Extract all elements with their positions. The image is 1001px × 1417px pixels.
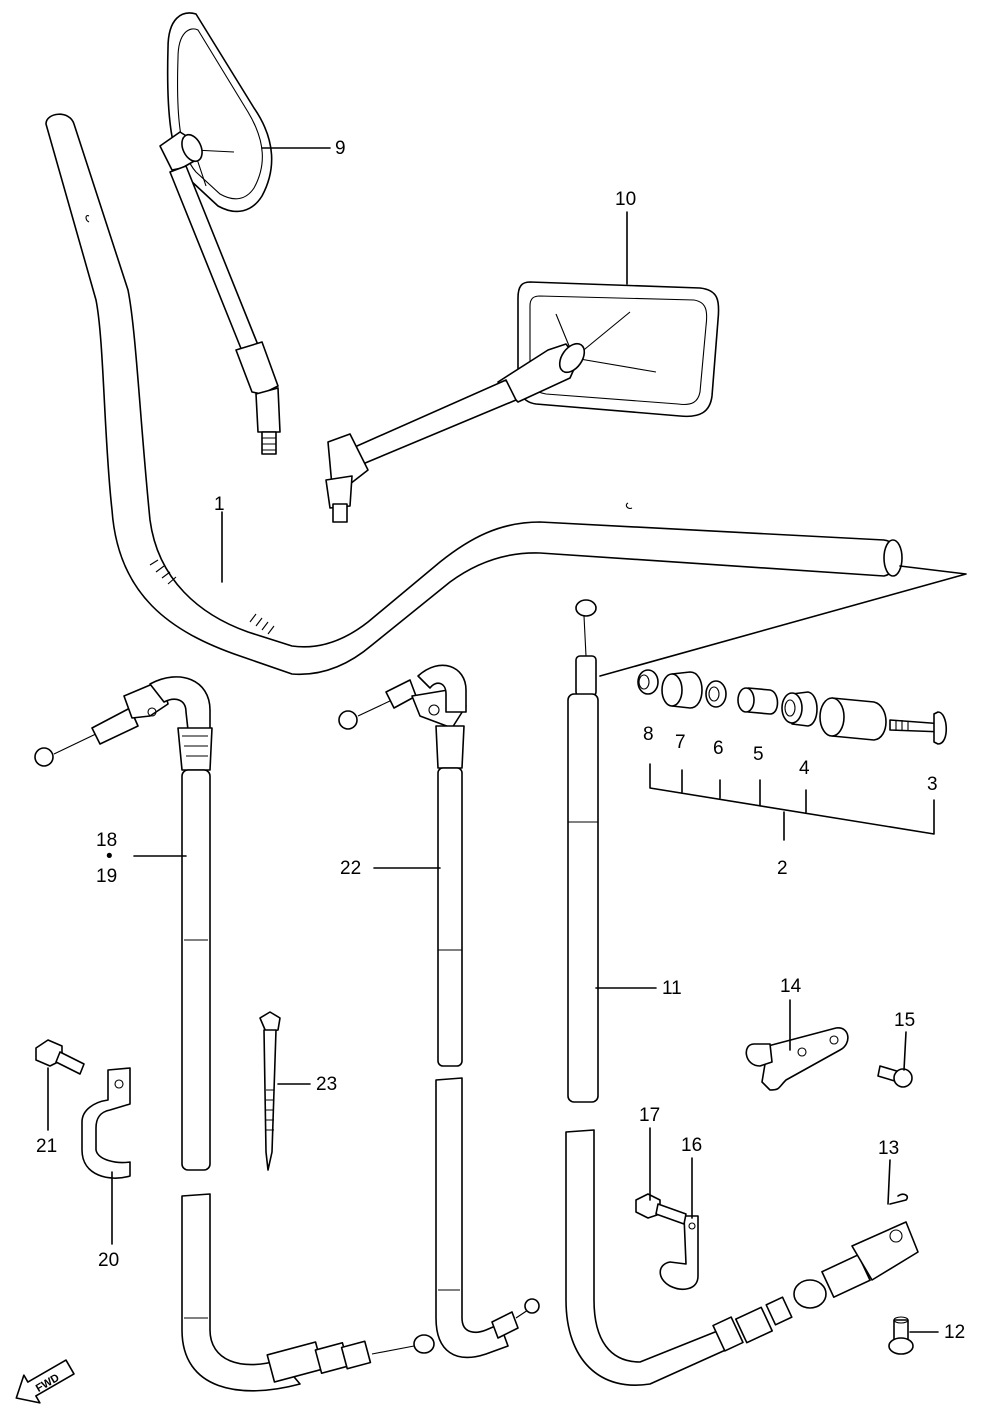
cable-11[interactable] xyxy=(565,599,919,1386)
pin-12[interactable] xyxy=(888,1316,914,1355)
screw-15[interactable] xyxy=(877,1065,913,1088)
leader-lines xyxy=(47,147,939,1333)
callout-21: 21 xyxy=(36,1136,57,1157)
callout-labels: 1 2 3 4 5 6 7 8 9 10 11 12 13 14 15 16 1… xyxy=(36,138,965,1343)
callout-17: 17 xyxy=(639,1105,660,1126)
callout-18: 18 xyxy=(96,830,117,851)
callout-16: 16 xyxy=(681,1135,702,1156)
callout-13: 13 xyxy=(878,1138,899,1159)
callout-20: 20 xyxy=(98,1250,119,1271)
fwd-label: FWD xyxy=(34,1372,62,1395)
callout-8: 8 xyxy=(643,724,654,745)
callout-1: 1 xyxy=(214,494,225,515)
callout-15: 15 xyxy=(894,1010,915,1031)
callout-10: 10 xyxy=(615,189,636,210)
cable-18-19[interactable] xyxy=(34,676,435,1392)
mirror-left[interactable] xyxy=(159,12,281,455)
callout-7: 7 xyxy=(675,732,686,753)
callout-6: 6 xyxy=(713,738,724,759)
callout-19: 19 xyxy=(96,866,117,887)
callout-3: 3 xyxy=(927,774,938,795)
cable-22[interactable] xyxy=(338,664,540,1359)
callout-23: 23 xyxy=(316,1074,337,1095)
callout-12: 12 xyxy=(944,1322,965,1343)
callout-5: 5 xyxy=(753,744,764,765)
cable-clamp-16[interactable] xyxy=(659,1215,699,1290)
cable-clamp-20[interactable] xyxy=(81,1067,131,1179)
callout-22: 22 xyxy=(340,858,361,879)
callout-11: 11 xyxy=(662,978,682,999)
callout-14: 14 xyxy=(780,976,802,997)
bar-end-weight-parts[interactable] xyxy=(599,565,967,841)
callout-2: 2 xyxy=(777,858,788,879)
handlebar[interactable] xyxy=(45,113,903,676)
fwd-arrow-icon: FWD xyxy=(15,1359,75,1404)
callout-dot: • xyxy=(106,846,113,867)
callout-4: 4 xyxy=(799,758,810,779)
bolt-17[interactable] xyxy=(635,1193,687,1225)
callout-9: 9 xyxy=(335,138,346,159)
mirror-right[interactable] xyxy=(325,281,720,523)
cable-tie-23[interactable] xyxy=(259,1011,281,1171)
bolt-21[interactable] xyxy=(35,1039,85,1075)
clamp-bracket[interactable] xyxy=(745,1027,849,1091)
